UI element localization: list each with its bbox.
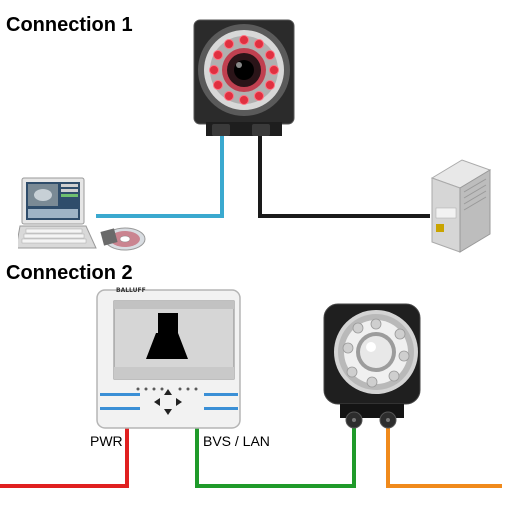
display-unit-body: [96, 289, 241, 429]
bvs-lan-label: BVS / LAN: [203, 433, 270, 449]
orange-cable: [386, 425, 502, 488]
connection-2-heading: Connection 2: [6, 262, 133, 284]
bvs-lan-cable: [195, 425, 356, 488]
power-cable-black: [258, 136, 430, 218]
ethernet-cable: [96, 136, 224, 218]
software-disc: [100, 227, 146, 251]
display-controller-unit: BALLUFF: [96, 287, 241, 429]
smart-camera-round: [323, 303, 421, 429]
laptop-pc: [18, 177, 97, 249]
pwr-cable: [0, 428, 129, 488]
smart-camera-ring-light: [193, 19, 295, 136]
display-brand-label: BALLUFF: [116, 287, 146, 294]
power-supply-unit: [430, 159, 492, 253]
pwr-label: PWR: [90, 433, 123, 449]
connection-1-heading: Connection 1: [6, 14, 133, 36]
